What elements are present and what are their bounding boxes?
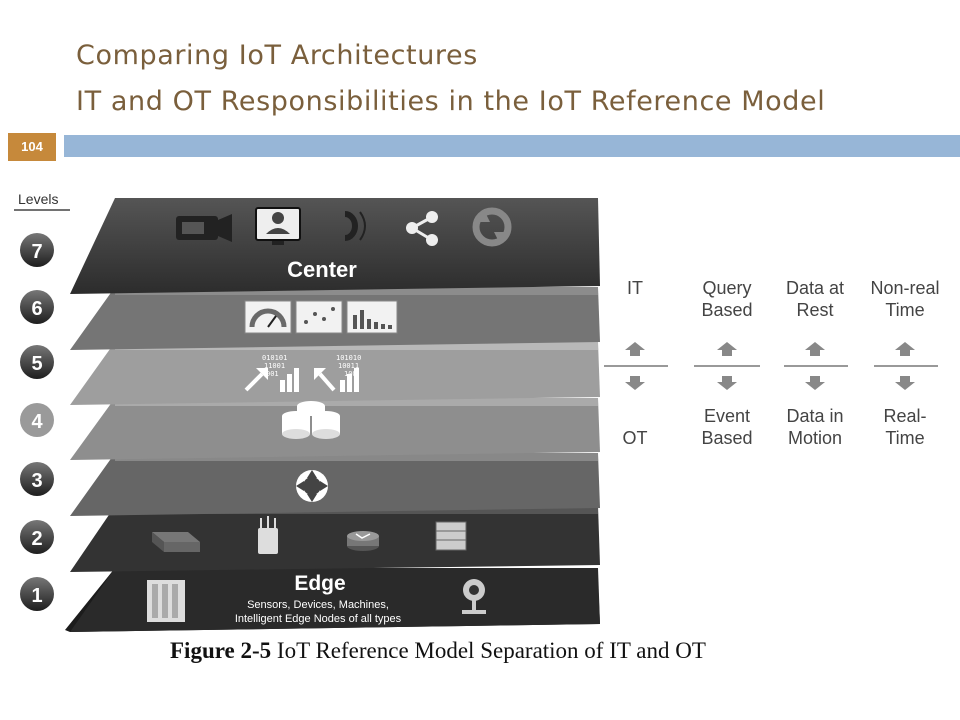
header-bar (64, 135, 960, 157)
level-circle-3: 3 (20, 462, 54, 496)
svg-text:Data at: Data at (786, 278, 844, 298)
gauge-chart-icon (244, 300, 292, 334)
access-point-icon (258, 516, 278, 554)
level-number: 2 (31, 528, 42, 550)
level-number: 1 (31, 585, 42, 607)
sync-icon (472, 207, 512, 247)
figure-caption-text: IoT Reference Model Separation of IT and… (271, 638, 706, 663)
comparison-column-query-event: Query Based Event Based (694, 278, 760, 448)
iot-reference-model-figure: Levels 7 6 5 4 3 2 1 (14, 191, 940, 632)
edge-description-line2: Intelligent Edge Nodes of all types (235, 613, 402, 625)
down-arrow-icon (630, 376, 640, 382)
figure-number: Figure 2-5 (170, 638, 272, 663)
up-arrow-icon (717, 342, 737, 350)
down-arrow-icon (722, 376, 732, 382)
monitor-user-icon (255, 207, 301, 245)
svg-text:Data in: Data in (786, 406, 843, 426)
layer-3 (70, 453, 600, 516)
level-number: 4 (31, 411, 43, 433)
center-label: Center (287, 257, 357, 282)
svg-text:Based: Based (701, 300, 752, 320)
svg-text:IT: IT (627, 278, 643, 298)
network-globe-icon (296, 470, 328, 502)
slide-subtitle: IT and OT Responsibilities in the IoT Re… (76, 86, 826, 117)
svg-text:Event: Event (704, 406, 750, 426)
level-number: 3 (31, 470, 42, 492)
edge-label: Edge (294, 572, 345, 595)
controller-icon (147, 580, 185, 622)
svg-text:11001: 11001 (264, 362, 285, 370)
database-icon (282, 401, 340, 439)
svg-text:Query: Query (702, 278, 751, 298)
scatter-chart-icon (295, 300, 343, 334)
svg-text:Non-real: Non-real (870, 278, 939, 298)
svg-text:001: 001 (266, 370, 279, 378)
up-arrow-icon (805, 342, 825, 350)
layer-2 (70, 506, 600, 572)
svg-text:Motion: Motion (788, 428, 842, 448)
level-circle-2: 2 (20, 520, 54, 554)
comparison-column-rest-motion: Data at Rest Data in Motion (784, 278, 848, 448)
comparison-column-it-ot: IT OT (604, 278, 668, 448)
level-circle-6: 6 (20, 290, 54, 324)
svg-text:101010: 101010 (336, 354, 361, 362)
switch-icon (152, 532, 200, 552)
headset-icon (344, 211, 366, 241)
level-number: 6 (31, 298, 42, 320)
down-arrow-icon (900, 376, 910, 382)
comparison-column-time: Non-real Time Real- Time (870, 278, 939, 448)
figure-caption: Figure 2-5 IoT Reference Model Separatio… (170, 638, 706, 664)
binary-data-arrow-icon: 101010 10011 100 (314, 354, 361, 392)
level-circle-5: 5 (20, 345, 54, 379)
down-arrow-icon (810, 376, 820, 382)
edge-description-line1: Sensors, Devices, Machines, (247, 599, 389, 611)
svg-text:Rest: Rest (796, 300, 833, 320)
level-number: 7 (31, 241, 42, 263)
level-circle-4: 4 (20, 403, 54, 437)
svg-text:Time: Time (885, 428, 924, 448)
binary-data-arrow-icon: 010101 11001 001 (244, 354, 299, 392)
level-circle-7: 7 (20, 233, 54, 267)
svg-text:Real-: Real- (883, 406, 926, 426)
up-arrow-icon (895, 342, 915, 350)
server-rack-icon (435, 521, 467, 551)
level-number: 5 (31, 353, 42, 375)
share-icon (406, 211, 438, 246)
slide-title: Comparing IoT Architectures (76, 40, 478, 71)
video-camera-icon (176, 214, 232, 242)
svg-text:10011: 10011 (338, 362, 359, 370)
levels-label: Levels (18, 191, 58, 207)
svg-text:Time: Time (885, 300, 924, 320)
svg-text:010101: 010101 (262, 354, 287, 362)
svg-text:OT: OT (623, 428, 648, 448)
up-arrow-icon (625, 342, 645, 350)
svg-text:Based: Based (701, 428, 752, 448)
page-number-badge: 104 (8, 133, 56, 161)
bar-chart-icon (346, 300, 398, 334)
level-circle-1: 1 (20, 577, 54, 611)
layer-5 (70, 342, 600, 405)
router-icon (347, 531, 379, 551)
security-camera-icon (462, 579, 486, 614)
